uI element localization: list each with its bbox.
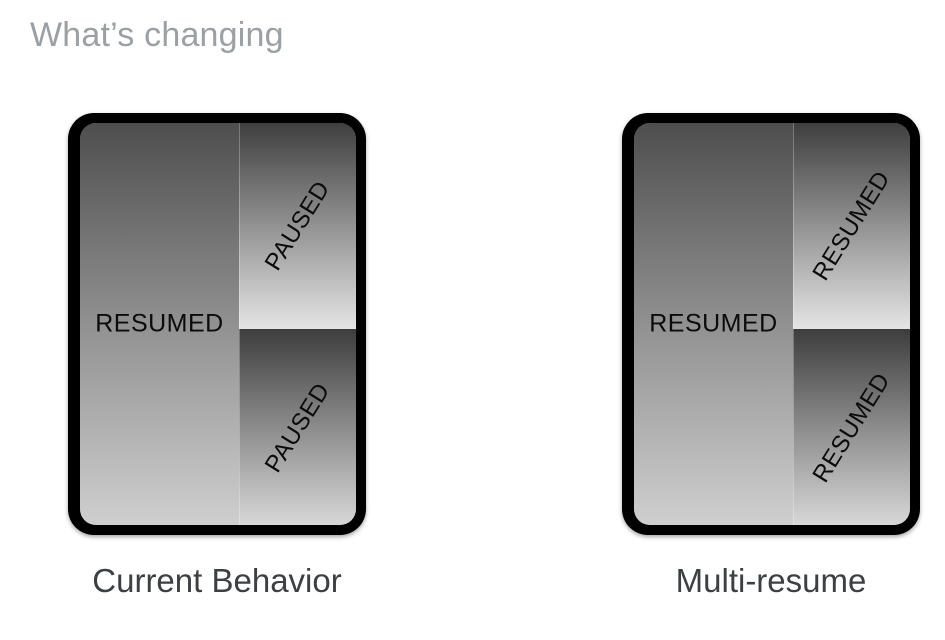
tablet-device-current-behavior: RESUMED PAUSED PAUSED: [68, 113, 366, 535]
pane-state-label: RESUMED: [807, 165, 897, 285]
tablet-screen-current-behavior: RESUMED PAUSED PAUSED: [80, 123, 356, 525]
figure-caption-current-behavior: Current Behavior: [92, 562, 342, 599]
page-title: What’s changing: [30, 16, 284, 54]
app-pane-main-multi-resume[interactable]: RESUMED: [634, 123, 793, 525]
tablet-screen-multi-resume: RESUMED RESUMED RESUMED: [634, 123, 910, 525]
tablet-device-multi-resume: RESUMED RESUMED RESUMED: [622, 113, 920, 535]
pane-state-label: RESUMED: [95, 309, 224, 338]
pane-state-label: PAUSED: [260, 377, 336, 477]
figure-current-behavior: RESUMED PAUSED PAUSED: [68, 113, 366, 535]
figure-caption-multi-resume: Multi-resume: [675, 562, 867, 599]
pane-state-label: RESUMED: [649, 309, 778, 338]
app-pane-bottom-right-multi-resume[interactable]: RESUMED: [792, 328, 910, 525]
app-pane-main-current-behavior[interactable]: RESUMED: [80, 123, 239, 525]
pane-state-label: PAUSED: [260, 175, 336, 275]
app-pane-top-right-current-behavior[interactable]: PAUSED: [238, 123, 356, 329]
pane-state-label: RESUMED: [807, 367, 897, 487]
app-pane-top-right-multi-resume[interactable]: RESUMED: [792, 123, 910, 329]
app-pane-bottom-right-current-behavior[interactable]: PAUSED: [238, 328, 356, 525]
figure-multi-resume: RESUMED RESUMED RESUMED: [622, 113, 920, 535]
